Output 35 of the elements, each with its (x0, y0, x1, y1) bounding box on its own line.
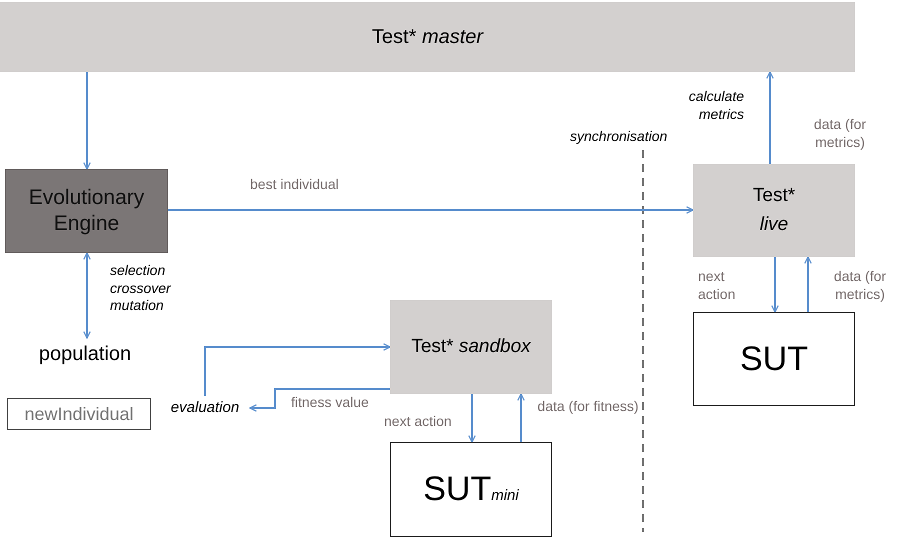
node-label: SUT (740, 338, 808, 380)
node-label: population (38, 342, 132, 367)
annotation-text: calculate metrics (688, 88, 744, 123)
engine-box (5, 169, 168, 253)
edge-label: fitness value (291, 394, 369, 412)
edge-label: next action (698, 268, 736, 303)
arrow (83, 72, 91, 170)
sut-box (390, 442, 552, 537)
arrow (168, 206, 694, 214)
edge-label: best individual (250, 176, 339, 194)
node-label: Evolutionary Engine (28, 184, 146, 237)
annotation-text: synchronisation (570, 128, 668, 146)
edge-label: data (for metrics) (832, 268, 888, 303)
arrow (804, 256, 812, 312)
arrow (468, 394, 476, 443)
arrow (766, 71, 774, 164)
arrow (83, 252, 91, 339)
edge-label: data (for metrics) (812, 116, 868, 151)
edge-label: next action (384, 413, 452, 430)
node-label: Test* live (752, 184, 796, 236)
live-box (693, 164, 855, 257)
sut-box (693, 312, 855, 406)
master-box (0, 2, 855, 72)
edge-label: data (for fitness) (536, 398, 640, 416)
arrow (517, 393, 525, 442)
node-label: Test* sandbox (411, 334, 531, 359)
arrow (204, 343, 391, 396)
node-label: Test* master (372, 25, 484, 50)
arrow (249, 388, 390, 412)
edge-label: selection crossover mutation (110, 262, 172, 314)
sandbox-box (390, 300, 552, 394)
individual-box (7, 398, 151, 430)
node-label: evaluation (170, 398, 240, 418)
node-label: newIndividual (24, 402, 134, 426)
arrow (771, 257, 779, 313)
